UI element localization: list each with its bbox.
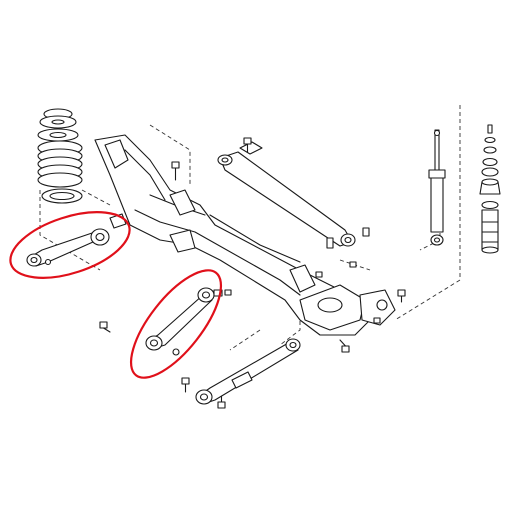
bolt-5 (217, 395, 226, 409)
coil-spring-assembly (37, 108, 83, 204)
bolt-6 (339, 339, 350, 353)
upper-lateral-link (217, 141, 370, 249)
shock-mount-stack (479, 124, 501, 254)
bolts (99, 137, 406, 409)
rear-lateral-link-left (26, 213, 127, 267)
bolt-7 (397, 289, 406, 303)
bolt-11 (373, 317, 381, 324)
bolt-10 (315, 271, 323, 278)
shock-absorber (428, 129, 446, 246)
bolt-8 (349, 261, 357, 268)
bolt-4 (181, 377, 190, 393)
highlight-circle-middle-link (129, 269, 223, 379)
lower-control-arm-middle (145, 287, 223, 356)
highlight-marks (9, 211, 223, 379)
bolt-2 (243, 137, 252, 153)
bolt-9 (224, 289, 232, 296)
bolt-1 (171, 161, 180, 181)
highlight-circle-left-link (9, 211, 131, 279)
axle-beam (94, 134, 396, 336)
bolt-3 (99, 321, 111, 333)
lower-trailing-link (195, 338, 301, 405)
